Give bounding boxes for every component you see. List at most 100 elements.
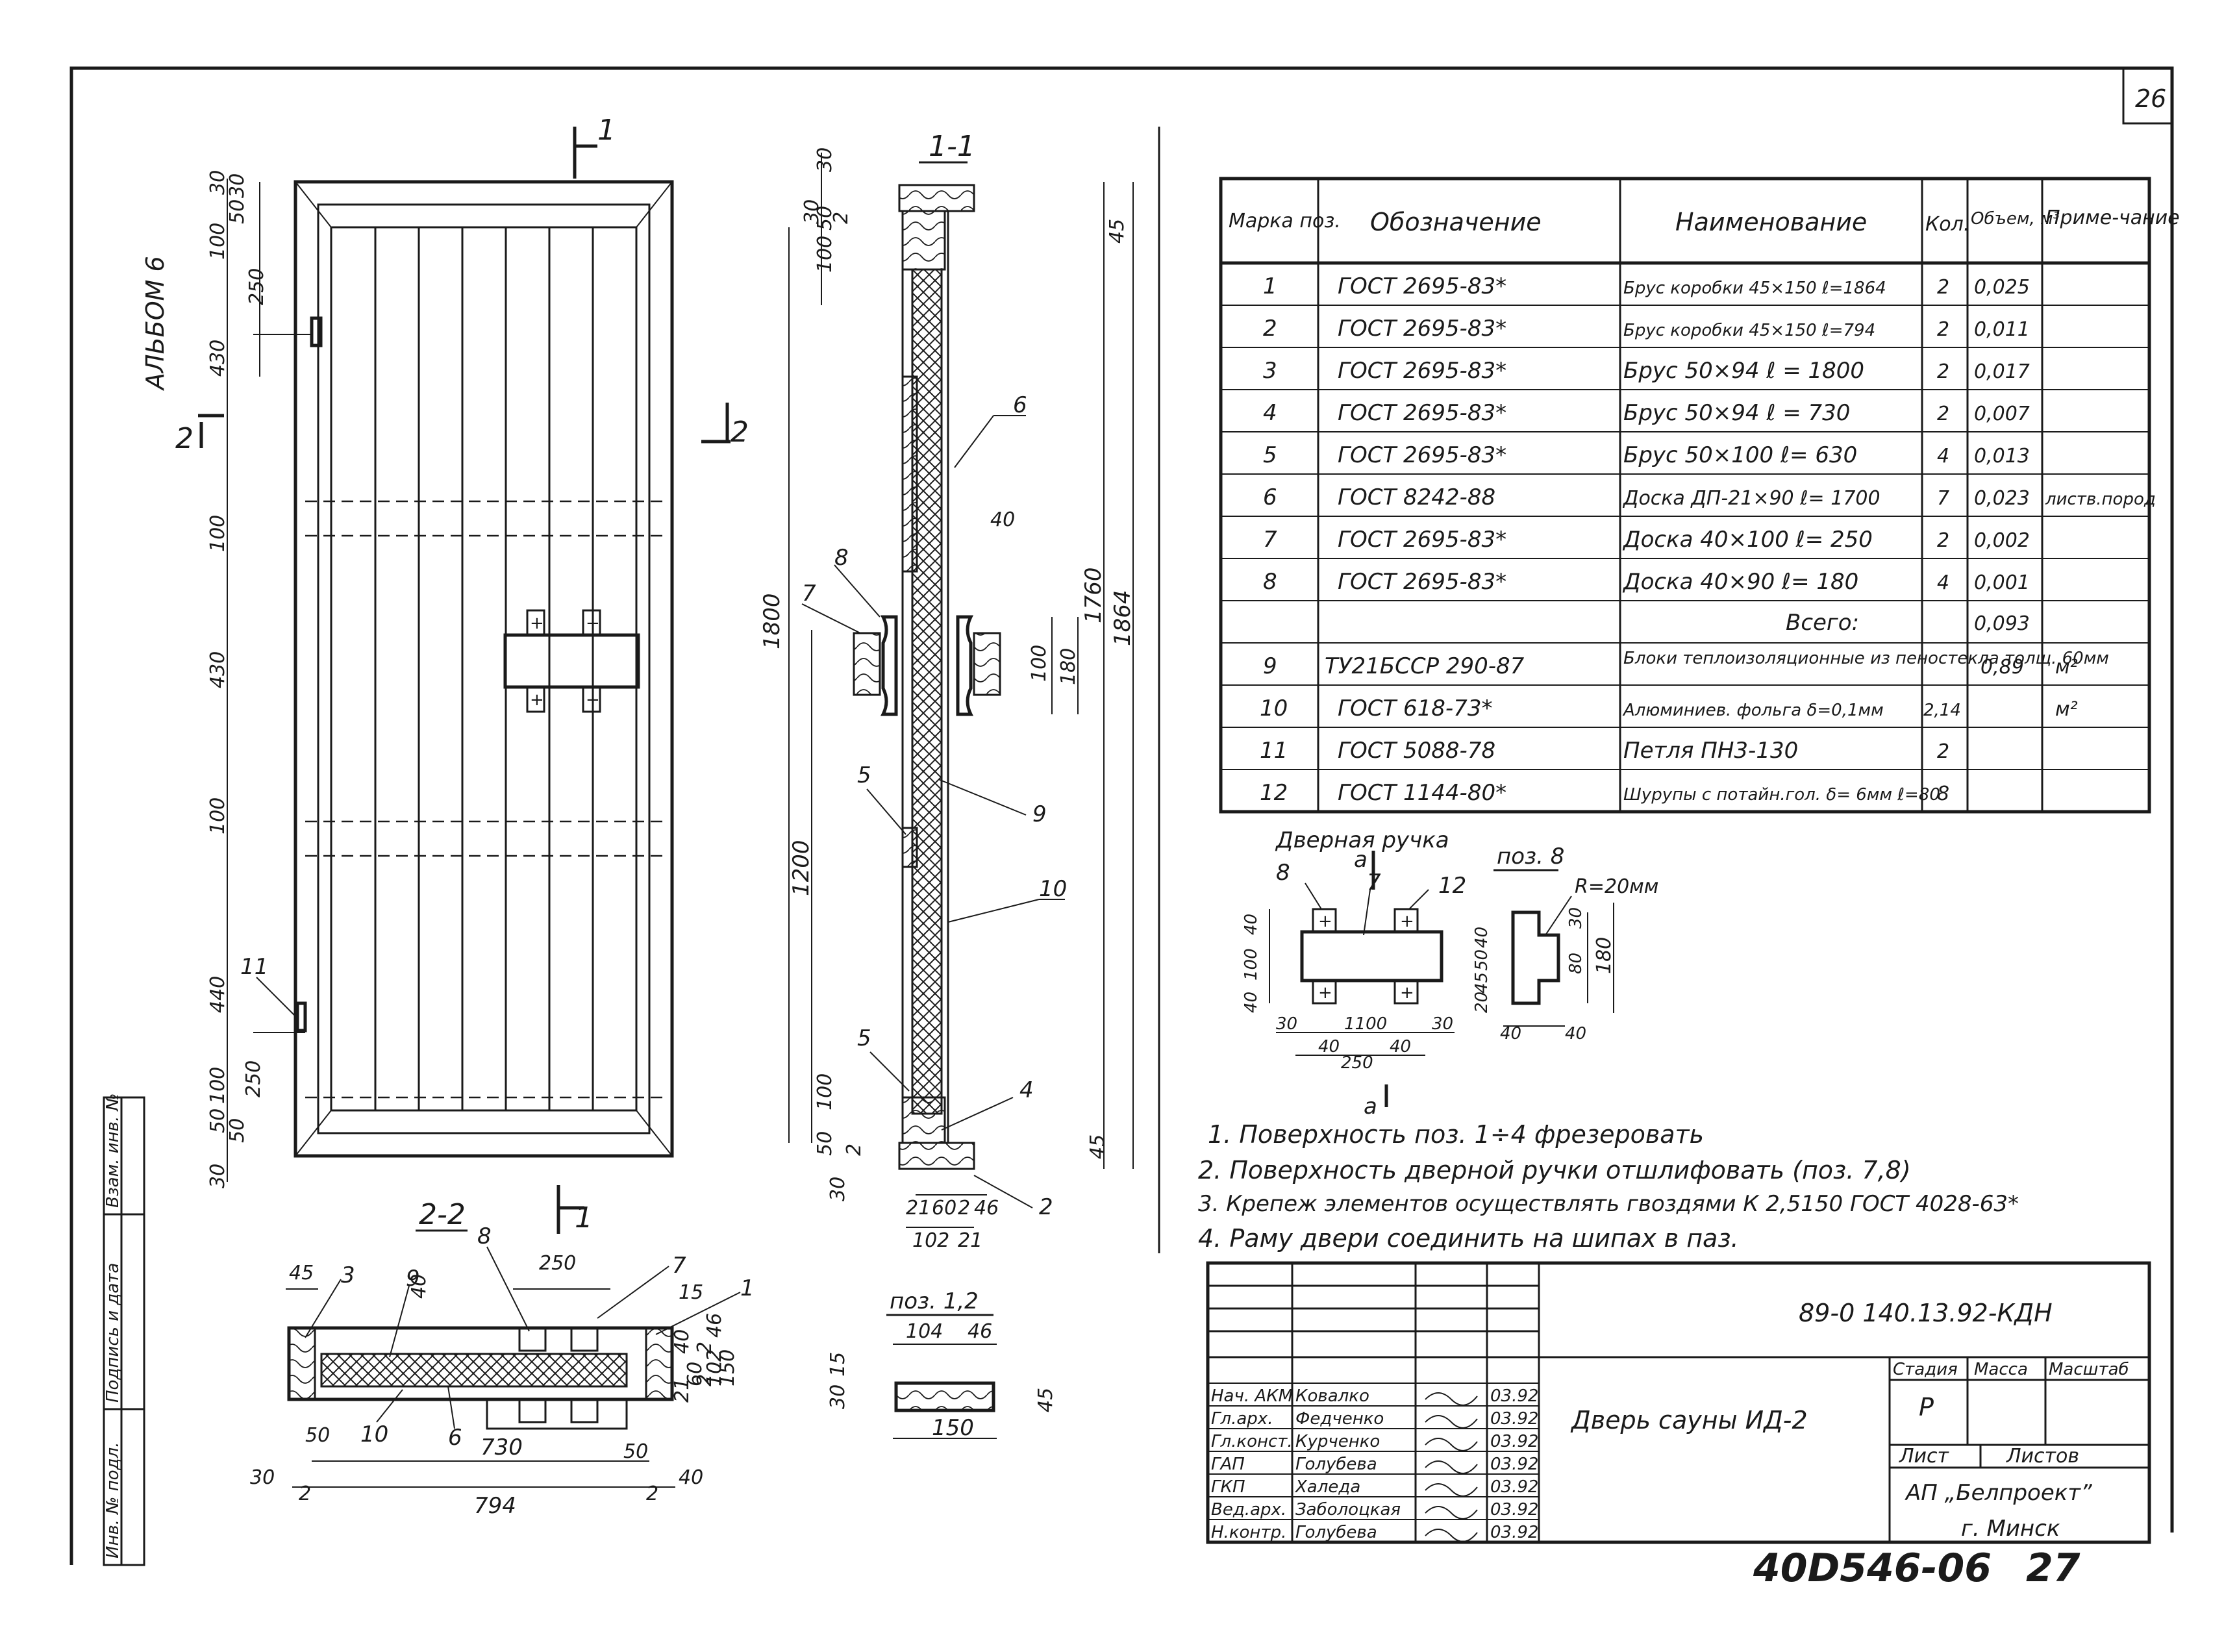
svg-text:50: 50 (226, 1118, 249, 1143)
svg-text:45: 45 (1086, 1134, 1109, 1159)
svg-text:60: 60 (684, 1362, 706, 1386)
svg-text:Масса: Масса (1974, 1360, 2028, 1379)
handle-title: Дверная ручка (1275, 827, 1449, 853)
spec-header-mark: Марка поз. (1229, 210, 1341, 232)
svg-text:12: 12 (1260, 780, 1288, 806)
svg-text:40: 40 (671, 1329, 693, 1354)
svg-text:ГОСТ 1144-80*: ГОСТ 1144-80* (1338, 780, 1506, 806)
svg-text:60: 60 (932, 1197, 956, 1220)
svg-text:30: 30 (206, 170, 229, 195)
svg-text:м²: м² (2055, 698, 2078, 721)
svg-text:7: 7 (672, 1253, 686, 1279)
svg-text:+: + (586, 614, 600, 633)
svg-text:40: 40 (1318, 1037, 1340, 1057)
note-4: 4. Раму двери соединить на шипах в паз. (1198, 1224, 1739, 1253)
svg-text:ГАП: ГАП (1211, 1455, 1245, 1474)
svg-text:30: 30 (1432, 1014, 1453, 1034)
spec-row-5: 5 ГОСТ 2695-83* Брус 50×100 ℓ= 630 4 0,0… (1263, 442, 2030, 468)
svg-text:430: 430 (206, 340, 229, 377)
svg-text:40: 40 (1242, 992, 1261, 1013)
svg-text:2: 2 (299, 1483, 311, 1505)
note-1: 1. Поверхность поз. 1÷4 фрезеровать (1208, 1120, 1704, 1149)
svg-text:30: 30 (814, 147, 836, 172)
section-2-2-title: 2-2 (419, 1198, 466, 1231)
svg-text:104: 104 (906, 1320, 943, 1343)
svg-text:2: 2 (1937, 740, 1949, 763)
svg-text:Нач. АКМ: Нач. АКМ (1211, 1386, 1293, 1406)
svg-text:46: 46 (968, 1320, 992, 1343)
spec-row-7: 7 ГОСТ 2695-83* Доска 40×100 ℓ= 250 2 0,… (1263, 527, 2030, 553)
svg-text:ГОСТ 2695-83*: ГОСТ 2695-83* (1338, 358, 1506, 384)
svg-text:794: 794 (474, 1493, 516, 1519)
svg-text:30: 30 (827, 1384, 849, 1409)
svg-text:+: + (1400, 983, 1414, 1003)
svg-text:ГОСТ 2695-83*: ГОСТ 2695-83* (1338, 569, 1506, 595)
svg-text:Шурупы с потайн.гол. δ= 6мм ℓ=: Шурупы с потайн.гол. δ= 6мм ℓ=80 (1623, 785, 1940, 805)
svg-text:R=20мм: R=20мм (1575, 875, 1658, 898)
svg-text:ГКП: ГКП (1211, 1477, 1245, 1497)
svg-text:+: + (1318, 912, 1332, 931)
door-section-marks: 1 1 2 2 (175, 114, 749, 1234)
svg-text:2: 2 (646, 1483, 658, 1505)
svg-text:+: + (1400, 912, 1414, 931)
svg-text:03.92: 03.92 (1490, 1386, 1538, 1406)
svg-text:40: 40 (990, 508, 1015, 531)
spec-header-note: Приме-чание (2045, 206, 2180, 229)
note-2: 2. Поверхность дверной ручки отшлифовать… (1198, 1156, 1911, 1184)
sheet-frame: 26 АЛЬБОМ 6 (69, 66, 2174, 1565)
notes: 1. Поверхность поз. 1÷4 фрезеровать 2. П… (1198, 1120, 2019, 1253)
svg-text:5: 5 (857, 762, 871, 788)
spec-row-total: Всего: 0,093 (1786, 610, 2030, 636)
svg-text:50: 50 (1472, 949, 1492, 971)
svg-text:03.92: 03.92 (1490, 1477, 1538, 1497)
svg-text:40: 40 (1390, 1037, 1411, 1057)
svg-text:1864: 1864 (1110, 590, 1136, 646)
svg-text:40: 40 (1242, 914, 1261, 935)
svg-text:150: 150 (716, 1349, 739, 1386)
svg-text:Доска 40×90 ℓ= 180: Доска 40×90 ℓ= 180 (1622, 569, 1858, 595)
svg-text:100: 100 (814, 236, 836, 273)
svg-text:4: 4 (1937, 445, 1949, 468)
svg-text:ГОСТ 5088-78: ГОСТ 5088-78 (1338, 738, 1495, 764)
svg-text:40: 40 (408, 1274, 431, 1299)
svg-text:Брус коробки 45×150 ℓ=1864: Брус коробки 45×150 ℓ=1864 (1623, 279, 1886, 298)
svg-text:0,093: 0,093 (1974, 612, 2030, 635)
svg-text:6: 6 (1263, 484, 1277, 510)
svg-text:Лист: Лист (1899, 1445, 1950, 1468)
svg-text:Гл.арх.: Гл.арх. (1211, 1409, 1273, 1429)
svg-text:15: 15 (827, 1352, 849, 1377)
door-callout-11: 11 (240, 954, 268, 980)
svg-text:45: 45 (1106, 219, 1129, 244)
side-stamp-1: Инв. № подл. (103, 1442, 123, 1558)
pos-1-2-title: поз. 1,2 (890, 1288, 979, 1314)
svg-text:Брус коробки 45×150 ℓ=794: Брус коробки 45×150 ℓ=794 (1623, 321, 1875, 340)
svg-text:30: 30 (1276, 1014, 1297, 1034)
side-stamp-2: Подпись и дата (103, 1263, 123, 1403)
side-stamp: Инв. № подл. Подпись и дата Взам. инв. № (103, 1093, 145, 1566)
svg-text:30: 30 (801, 199, 823, 224)
svg-text:100: 100 (206, 515, 229, 552)
svg-text:ГОСТ 2695-83*: ГОСТ 2695-83* (1338, 273, 1506, 299)
svg-text:7: 7 (802, 581, 816, 607)
svg-text:10: 10 (1260, 695, 1288, 721)
svg-text:46: 46 (703, 1313, 726, 1338)
svg-text:12: 12 (1438, 873, 1466, 899)
svg-text:180: 180 (1057, 648, 1080, 685)
svg-text:40: 40 (679, 1466, 703, 1489)
svg-text:102: 102 (912, 1229, 949, 1252)
spec-row-8: 8 ГОСТ 2695-83* Доска 40×90 ℓ= 180 4 0,0… (1263, 569, 2030, 595)
svg-text:03.92: 03.92 (1490, 1432, 1538, 1451)
spec-row-1: 1 ГОСТ 2695-83* Брус коробки 45×150 ℓ=18… (1263, 273, 2030, 299)
svg-text:7: 7 (1367, 870, 1381, 895)
svg-text:40: 40 (1565, 1024, 1586, 1044)
svg-text:30: 30 (827, 1177, 849, 1201)
svg-text:45: 45 (289, 1262, 314, 1284)
svg-text:100: 100 (206, 1067, 229, 1104)
svg-text:250: 250 (242, 1060, 265, 1097)
svg-text:45: 45 (1034, 1388, 1057, 1412)
svg-text:Блоки теплоизоляционные из пен: Блоки теплоизоляционные из пеностекла то… (1623, 649, 2109, 668)
spec-row-10: 10 ГОСТ 618-73* Алюминиев. фольга δ=0,1м… (1260, 695, 2078, 721)
svg-text:0,89: 0,89 (1980, 656, 2024, 679)
svg-text:03.92: 03.92 (1490, 1500, 1538, 1520)
hinge-top (310, 316, 323, 347)
